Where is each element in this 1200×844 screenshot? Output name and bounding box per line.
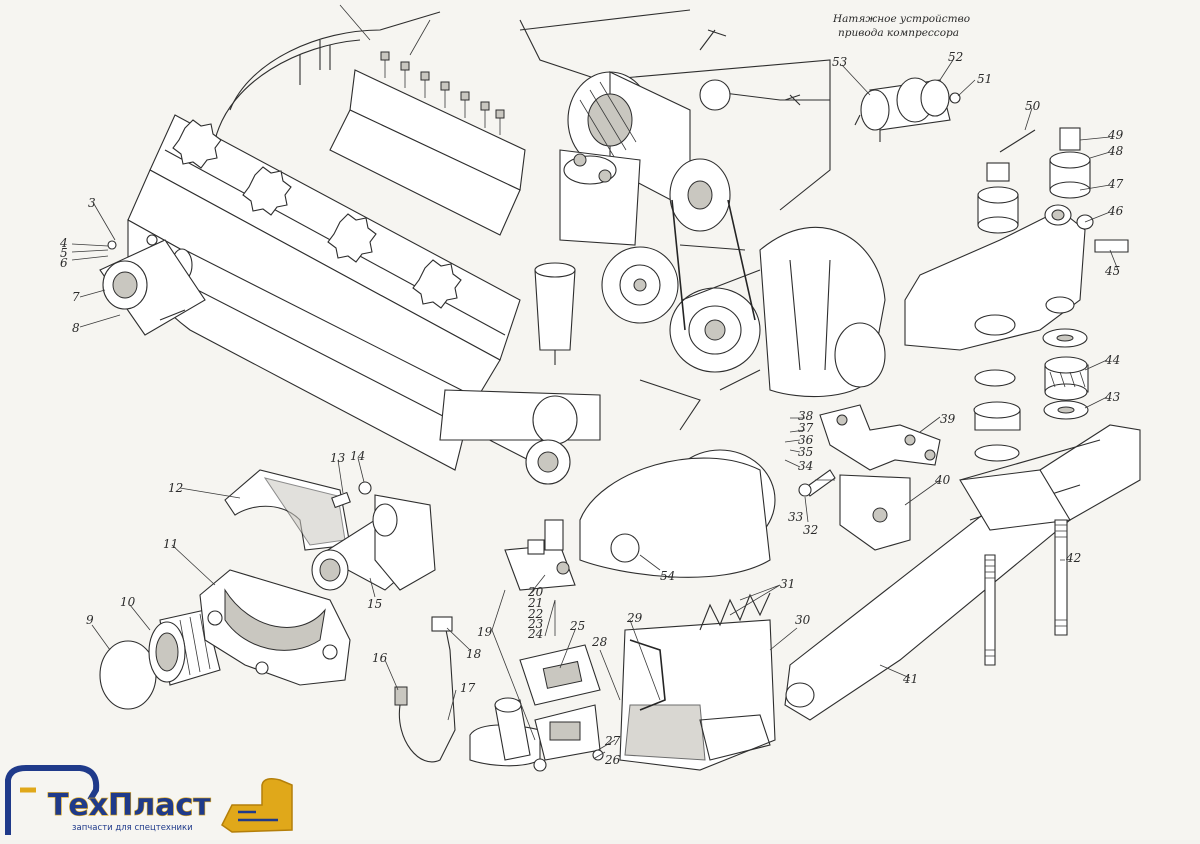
callout-8: 8 (72, 321, 80, 335)
callout-29: 29 (626, 611, 643, 625)
brand-logo: ТехПласт запчасти для спецтехники (5, 765, 293, 835)
callout-13: 13 (330, 451, 346, 465)
callout-18: 18 (466, 647, 482, 661)
rear-support-assembly (99, 234, 206, 336)
callout-27: 27 (604, 734, 621, 748)
callout-14: 14 (350, 449, 365, 463)
callout-23: 23 (527, 617, 544, 631)
callout-53: 53 (832, 55, 848, 69)
callout-41: 41 (902, 672, 918, 686)
callout-31: 31 (780, 577, 795, 591)
center-fittings (469, 519, 776, 772)
callout-42: 42 (1065, 551, 1081, 565)
callout-40: 40 (934, 473, 951, 487)
caption-line-1: Натяжное устройство (832, 13, 970, 25)
callout-51: 51 (977, 72, 992, 86)
callout-45: 45 (1104, 264, 1120, 278)
callout-50: 50 (1025, 99, 1041, 113)
callout-44: 44 (1104, 353, 1120, 367)
callout-43: 43 (1104, 390, 1121, 404)
callout-16: 16 (372, 651, 388, 665)
left-bearing-parts (99, 469, 456, 763)
callout-48: 48 (1107, 144, 1124, 158)
callout-28: 28 (591, 635, 608, 649)
callout-36: 36 (798, 433, 814, 447)
callout-11: 11 (163, 537, 178, 551)
callout-9: 9 (86, 613, 94, 627)
excavator-arm-icon (5, 765, 100, 835)
brand-name: ТехПласт (48, 788, 211, 823)
callout-7: 7 (72, 290, 80, 304)
callout-39: 39 (940, 412, 956, 426)
engine-block (127, 9, 886, 578)
callout-52: 52 (948, 50, 963, 64)
callout-33: 33 (788, 510, 804, 524)
callout-47: 47 (1107, 177, 1124, 191)
callout-labels: 3 4 5 6 7 8 9 10 11 12 13 14 15 16 17 18… (59, 50, 1124, 767)
callout-24: 24 (527, 627, 543, 641)
callout-38: 38 (798, 409, 814, 423)
callout-21: 21 (527, 596, 543, 610)
callout-25: 25 (569, 619, 585, 633)
callout-12: 12 (168, 481, 183, 495)
right-mount-parts (784, 77, 1141, 721)
caption-line-2: привода компрессора (838, 27, 959, 39)
callout-17: 17 (460, 681, 476, 695)
callout-34: 34 (798, 459, 813, 473)
callout-19: 19 (477, 625, 493, 639)
callout-30: 30 (795, 613, 811, 627)
callout-15: 15 (367, 597, 382, 611)
brand-tagline: запчасти для спецтехники (72, 823, 193, 833)
callout-10: 10 (120, 595, 136, 609)
callout-32: 32 (803, 523, 818, 537)
callout-35: 35 (798, 445, 813, 459)
leader-lines (71, 4, 1119, 759)
callout-20: 20 (527, 585, 544, 599)
callout-5: 5 (60, 246, 68, 260)
callout-49: 49 (1107, 128, 1124, 142)
callout-54: 54 (660, 569, 675, 583)
callout-4: 4 (59, 236, 68, 250)
callout-6: 6 (60, 256, 68, 270)
callout-37: 37 (798, 421, 814, 435)
callout-46: 46 (1107, 204, 1124, 218)
callout-26: 26 (604, 753, 621, 767)
callout-3: 3 (88, 196, 96, 210)
callout-22: 22 (527, 607, 543, 621)
excavator-bucket-icon (221, 778, 293, 833)
